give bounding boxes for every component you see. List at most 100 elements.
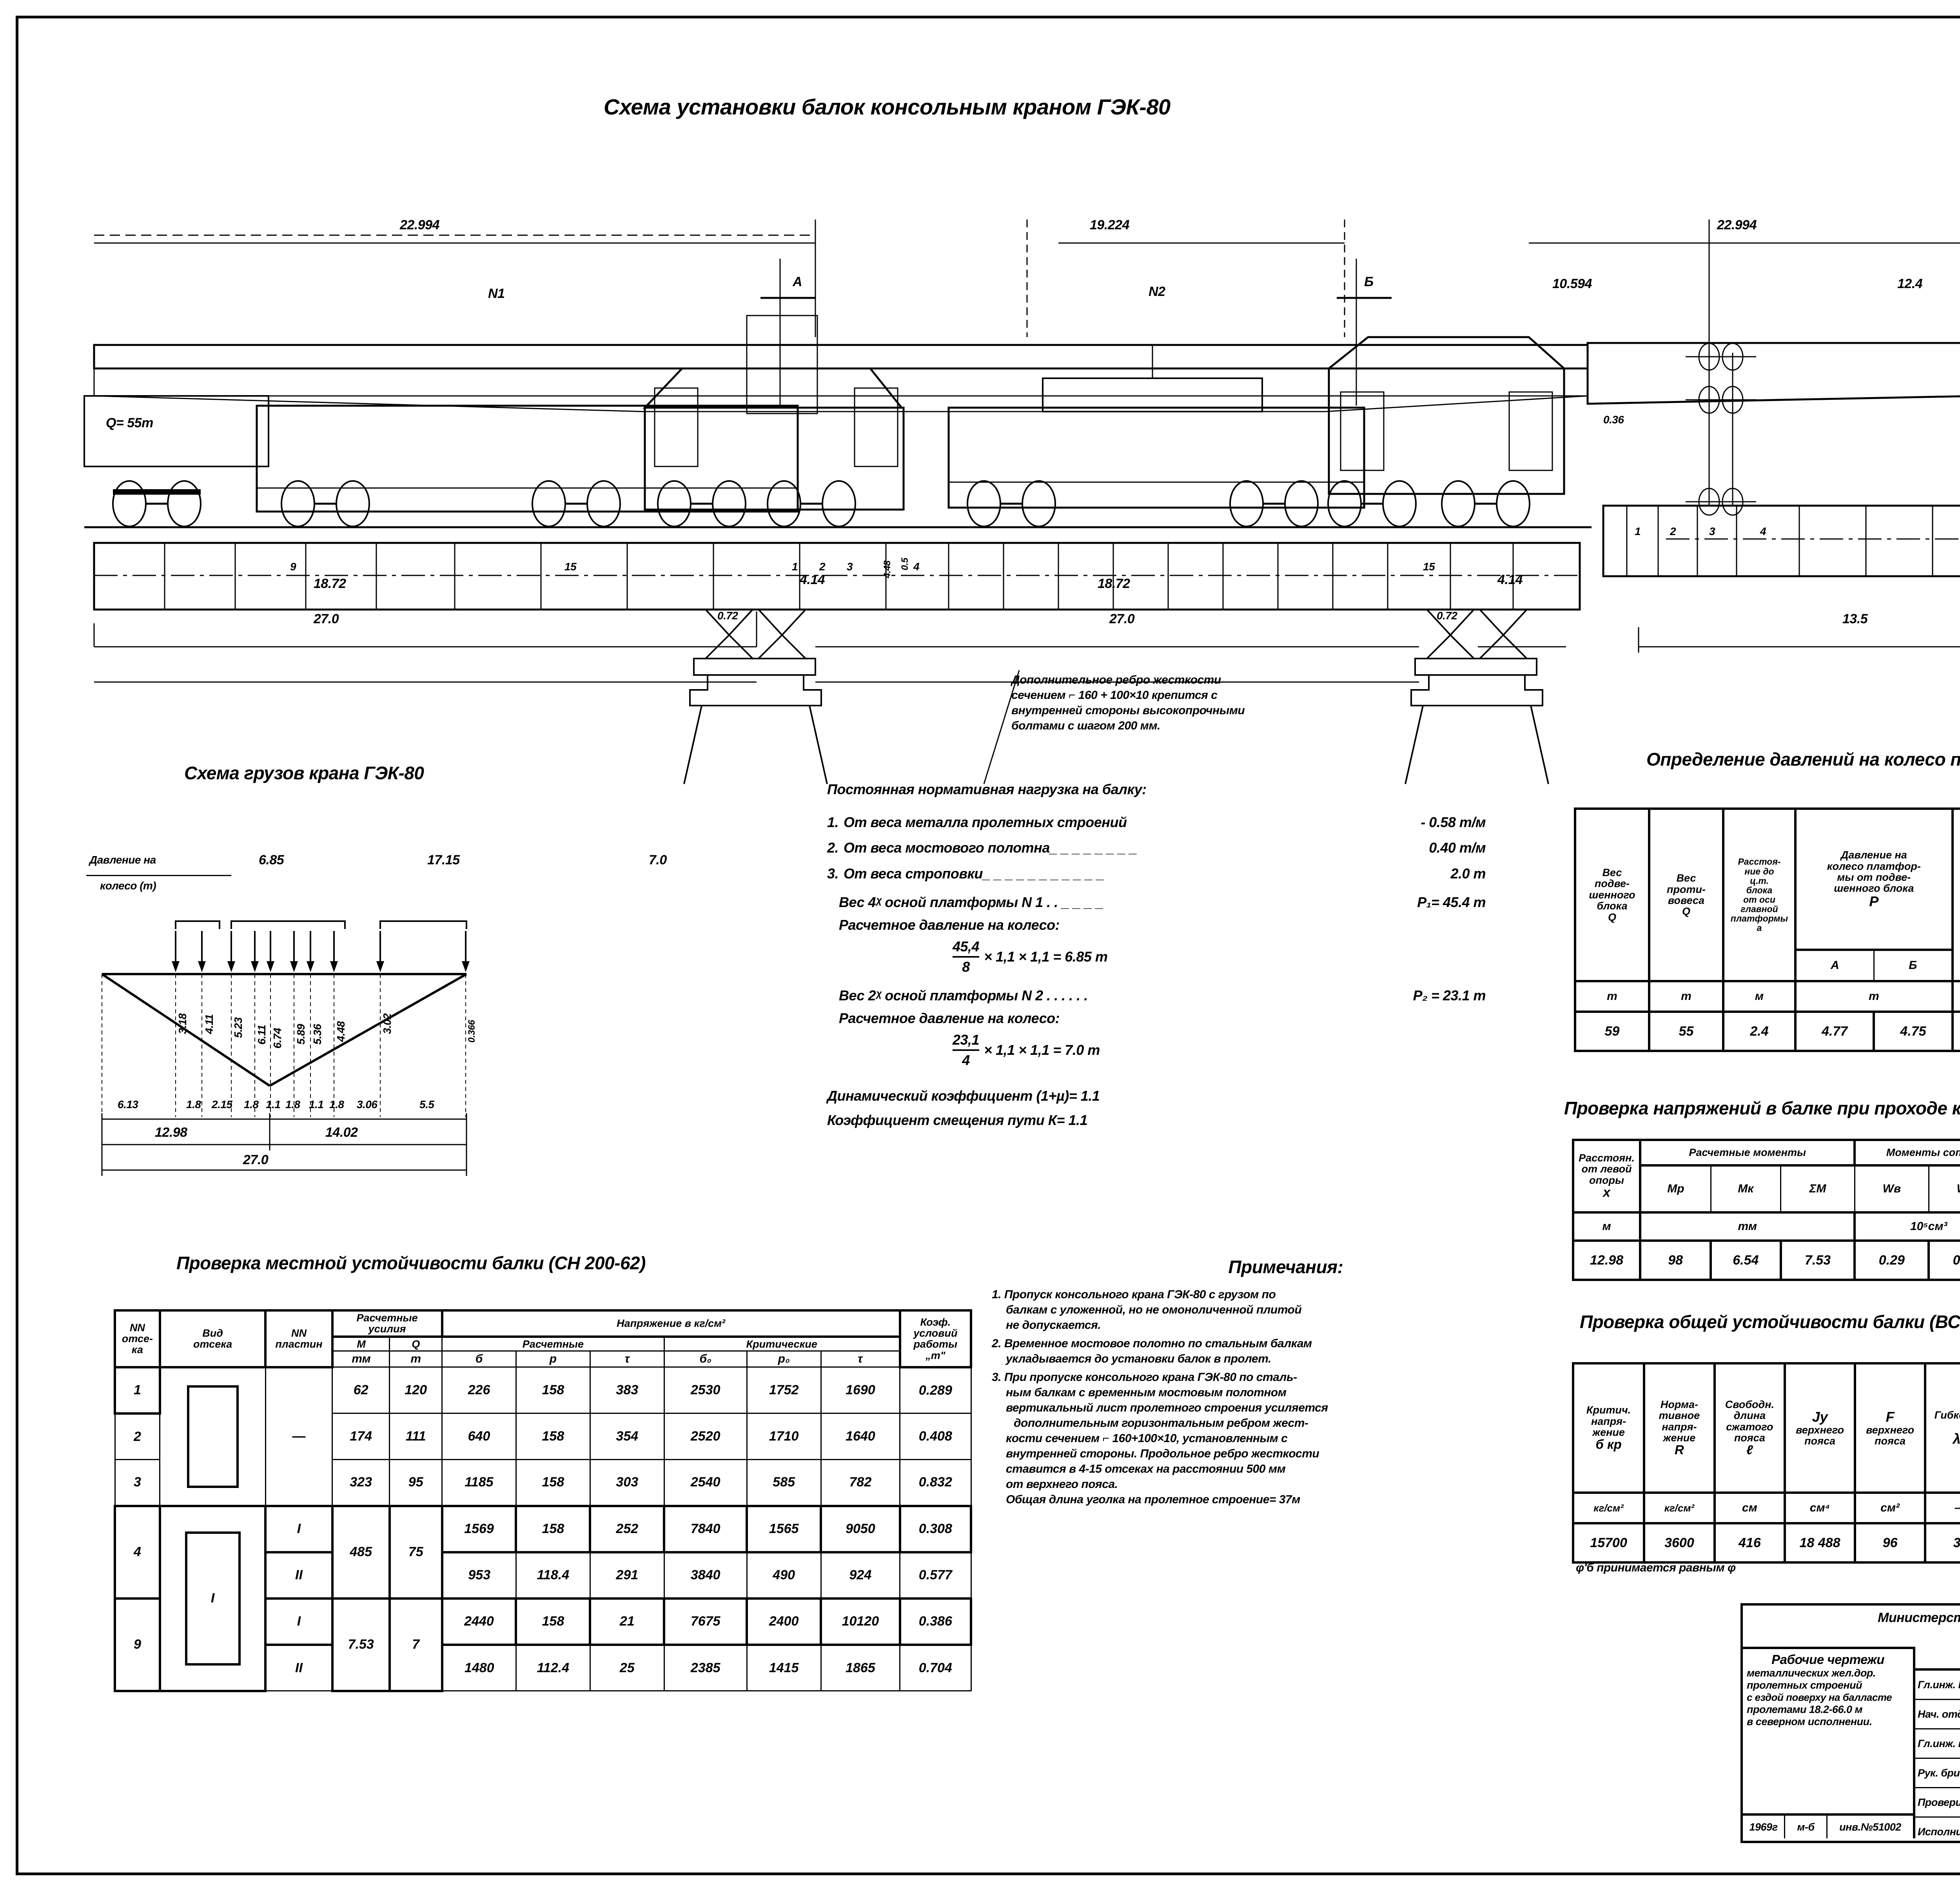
dim-10594: 10.594 [1552, 276, 1592, 291]
load-axis-label-0: Давление на [89, 854, 156, 866]
load-ordinate-1: 4.11 [203, 1014, 215, 1034]
rib-note: Дополнительное ребро жесткости сечением … [1011, 672, 1501, 733]
table-wheel-pressure-title: Определение давлений на колесо платформы… [1646, 749, 1960, 769]
page-title: Схема установки балок консольным краном … [604, 94, 1171, 119]
sheet-border [16, 16, 1960, 1875]
section-shape-box [159, 1366, 266, 1507]
ministry-line: Министерство транспортного строительства… [1878, 1610, 1960, 1625]
org-line-1: Главтранспроект [1915, 1630, 1960, 1647]
panel-num-1-right: 1 [1635, 525, 1641, 537]
load-group-label-1: 17.15 [427, 853, 460, 867]
table-units-row: кг/см² кг/см² см см⁴ см² — — — — кг/см² [1572, 1491, 1960, 1524]
dim-072-b: 0.72 [1437, 610, 1457, 622]
dim-span-right: 22.994 [1717, 218, 1757, 232]
permanent-load-item-0: 1. От веса металла пролетных строений - … [827, 814, 1486, 830]
signature-row: Исполнил Козлова [1915, 1818, 1960, 1846]
table-stress-check-title: Проверка напряжений в балке при проходе … [1564, 1098, 1960, 1118]
signature-table: Гл.инж. ГТП Попов Нач. отдела Валуев Гл.… [1915, 1668, 1960, 1838]
load-subtotal-1: 14.02 [325, 1125, 358, 1140]
rib-note-line-1: сечением ⌐ 160 + 100×10 крепится с [1011, 689, 1218, 702]
dynamic-coefficient: Динамический коэффициент (1+µ)= 1.1 [827, 1088, 1100, 1104]
label-capacity: Q= 55т [106, 416, 153, 430]
table-local-stability-title: Проверка местной устойчивости балки (СН … [176, 1253, 646, 1273]
sign-role: Рук. бригады [1915, 1759, 1960, 1787]
sign-role: Гл.инж. ГТП [1915, 1671, 1960, 1699]
dim-135-a: 13.5 [1842, 611, 1868, 626]
section-mark-b: Б [1364, 274, 1374, 289]
table-row: 9 I 7.53 7 2440 158 21 7675 2400 10120 0… [114, 1597, 973, 1692]
signature-row: Гл.инж. пр-та Сбыкова [1915, 1729, 1960, 1759]
panel-num-1-left: 1 [792, 561, 798, 573]
rib-note-leader [983, 670, 1020, 784]
load-total: 27.0 [243, 1152, 269, 1167]
load-spacing-3: 1.8 [244, 1098, 259, 1110]
load-spacing-8: 3.06 [357, 1098, 377, 1110]
dim-036: 0.36 [1603, 414, 1624, 426]
note-item-1: 1. Пропуск консольного крана ГЭК-80 с гр… [992, 1288, 1302, 1332]
dim-414-b: 4.14 [1497, 572, 1523, 587]
table-units-row: м тм 10⁵см³ кг/см² [1572, 1211, 1960, 1242]
section-shape-ibeam: I [158, 1504, 267, 1692]
load-spacing-1: 1.8 [186, 1098, 201, 1110]
platform2-weight-row: Вес 2ᵡ осной платформы N 2 . . . . . . P… [839, 987, 1486, 1004]
note-item-2: 2. Временное мостовое полотно по стальны… [992, 1337, 1312, 1365]
load-spacing-5: 1.8 [285, 1098, 300, 1110]
table-general-stability: Критич. напря- жение б кр Норма- тивное … [1572, 1362, 1960, 1564]
signature-row: Рук. бригады Огнев [1915, 1759, 1960, 1788]
table-row: 15700 3600 416 18 488 96 30 1.14 3.84 1.… [1572, 1522, 1960, 1564]
panel-num-4-right: 4 [1760, 525, 1766, 537]
note-item-3: 3. При пропуске консольного крана ГЭК-80… [992, 1371, 1328, 1506]
load-ordinate-8: 3.02 [381, 1013, 393, 1034]
signature-row: Гл.инж. ГТП Попов [1915, 1671, 1960, 1700]
label-platform-n2: N2 [1149, 284, 1165, 299]
dim-414-a: 4.14 [800, 572, 825, 587]
sign-role: Исполнил [1915, 1818, 1960, 1846]
permanent-load-block: Постоянная нормативная нагрузка на балку… [827, 780, 1486, 1129]
dim-072-a: 0.72 [717, 610, 738, 622]
permanent-load-title: Постоянная нормативная нагрузка на балку… [827, 781, 1147, 797]
inventory-cell: инв.№51002 [1839, 1821, 1901, 1833]
rib-note-line-2: внутренней стороны высокопрочными [1011, 704, 1245, 717]
load-spacing-2: 2.15 [212, 1098, 232, 1110]
load-ordinate-2: 5.23 [232, 1017, 244, 1038]
dim-05: 0.5 [900, 558, 910, 570]
load-ordinate-4: 6.74 [271, 1028, 283, 1049]
table-row: II 1480 112.4 25 2385 1415 1865 0.704 [115, 1644, 972, 1692]
year-scale-inv-row: 1969г м-б инв.№51002 [1743, 1813, 1915, 1838]
permanent-load-item-2: 3. От веса строповки _ _ _ _ _ _ _ _ _ _… [827, 865, 1486, 882]
load-spacing-9: 5.5 [419, 1098, 434, 1110]
drawing-description: Рабочие чертежи металлических жел.дор. п… [1743, 1647, 1915, 1813]
platform1-weight-row: Вес 4ᵡ осной платформы N 1 . . _ _ _ _ P… [839, 894, 1486, 911]
load-group-label-2: 7.0 [649, 853, 667, 867]
notes-title: Примечания: [1228, 1257, 1343, 1277]
rib-note-line-3: болтами с шагом 200 мм. [1011, 719, 1160, 732]
load-ordinate-3: 6.11 [256, 1025, 268, 1045]
platform1-formula: 45,4 8 × 1,1 × 1,1 = 6.85 т [953, 938, 1108, 975]
platform2-formula: 23,1 4 × 1,1 × 1,1 = 7.0 т [953, 1032, 1100, 1068]
table-row: 4 I I 485 75 1569 158 252 7840 1565 9050… [114, 1504, 973, 1692]
load-ordinate-5: 5.89 [295, 1024, 307, 1045]
load-spacing-0: 6.13 [118, 1098, 138, 1110]
year-cell: 1969г [1743, 1816, 1785, 1838]
table-stress-check: Расстоян. от левой опоры x Расчетные мом… [1572, 1139, 1960, 1281]
panel-num-15-left: 15 [564, 561, 577, 573]
platform1-calc-caption: Расчетное давление на колесо: [839, 916, 1060, 933]
load-ordinate-0: 3.18 [176, 1013, 189, 1034]
load-spacing-4: 1.1 [266, 1098, 281, 1110]
panel-num-9-left: 9 [290, 561, 296, 573]
dim-270-b: 27.0 [1109, 611, 1135, 626]
sign-role: Гл.инж. пр-та [1915, 1729, 1960, 1758]
notes-block: Примечания: 1. Пропуск консольного крана… [992, 1256, 1580, 1507]
panel-num-15-left2: 15 [1423, 561, 1435, 573]
load-axis-label-1: колесо (т) [100, 880, 156, 892]
org-line-2: Гипротрансмост [1915, 1648, 1960, 1665]
rib-note-line-0: Дополнительное ребро жесткости [1011, 673, 1221, 686]
shift-coefficient: Коэффициент смещения пути К= 1.1 [827, 1112, 1088, 1128]
table-general-stability-title: Проверка общей устойчивости балки (ВСН 9… [1580, 1312, 1960, 1332]
load-ordinate-7: 4.48 [335, 1021, 347, 1042]
general-stability-footnote: φ'б принимается равным φ [1576, 1561, 1736, 1574]
platform2-calc-caption: Расчетное давление на колесо: [839, 1010, 1060, 1026]
table-row: 3 323 95 1185 158 303 2540 585 782 0.832 [114, 1459, 972, 1507]
panel-num-3-right: 3 [1709, 525, 1715, 537]
